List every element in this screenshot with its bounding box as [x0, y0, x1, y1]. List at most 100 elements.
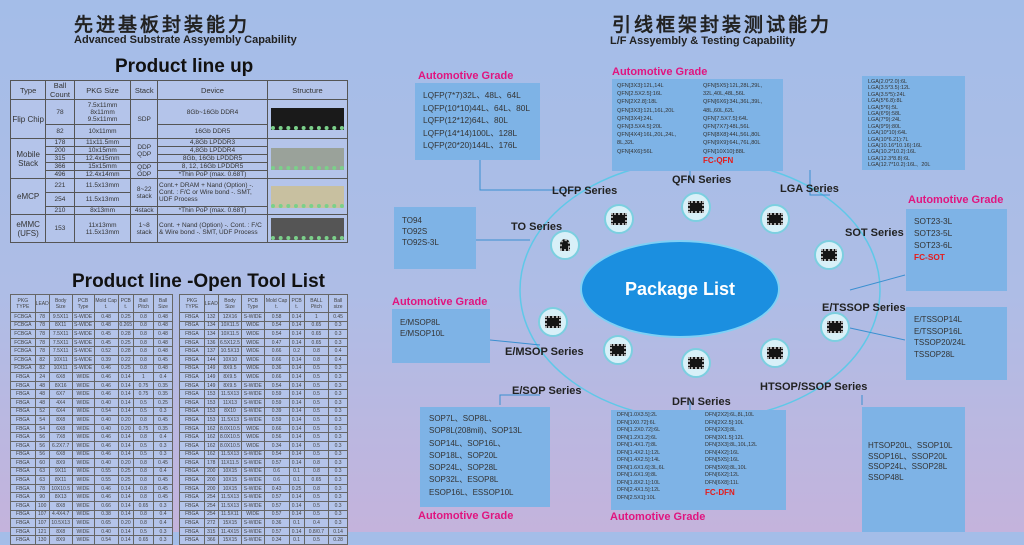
sot-series-label[interactable]: SOT Series	[845, 227, 904, 239]
text-cell: E/TSSOP14L	[914, 315, 963, 324]
table-cell: 0.35	[153, 380, 173, 391]
table-cell: 0.14	[117, 492, 134, 503]
table-cell: 0.57	[263, 492, 290, 503]
table-cell: 0.1	[288, 535, 305, 545]
text-cell: SOP14L、SOP16L、	[429, 438, 506, 448]
table-cell: S-WIDE	[71, 337, 95, 348]
table-cell: 0.66	[263, 423, 290, 434]
table-cell: 9X11	[48, 466, 73, 477]
table-cell: 0.56	[263, 432, 290, 442]
table-cell: 0.46	[93, 380, 119, 391]
table-cell: WIDE	[241, 372, 265, 382]
text-cell: 8Gb, 16Gb LPDDR5	[157, 154, 268, 163]
text-cell: 82	[45, 124, 75, 139]
table-cell: 10.5X13	[217, 346, 243, 356]
table-cell: FCBGA	[10, 354, 36, 365]
table-cell: FBGA	[10, 440, 36, 451]
text-cell: QFN[2.5X2.5]:16L	[617, 91, 663, 98]
table-cell: 0.14	[288, 449, 305, 460]
text-cell: 221	[45, 178, 75, 193]
table-cell: FBGA	[179, 466, 205, 477]
dfn-series-label[interactable]: DFN Series	[672, 396, 731, 408]
table-cell: 0.66	[263, 372, 290, 382]
lga-item: LGA(7*9):24L	[868, 117, 901, 124]
table-cell: 0.55	[93, 475, 119, 485]
qfn-series-label[interactable]: QFN Series	[672, 174, 732, 186]
table-cell: S-WIDE	[71, 329, 95, 339]
table-cell: 0.65	[303, 337, 330, 348]
table-cell: FBGA	[10, 509, 36, 520]
text-cell: QFN[5X5]:12L,28L,29L,	[703, 83, 763, 89]
table-cell: WIDE	[241, 423, 265, 434]
table-cell: 0.5	[132, 397, 155, 408]
right-title-cn: 引线框架封装测试能力	[612, 14, 833, 36]
table-cell: 48	[34, 389, 50, 399]
table-cell: 0.5	[303, 397, 330, 408]
table-cell: S-WIDE	[241, 535, 265, 545]
text-cell: 10x11mm	[73, 124, 132, 139]
to-series-label[interactable]: TO Series	[511, 221, 563, 233]
text-cell: 11x11.5mm	[73, 138, 132, 147]
open-tool-title: Product line -Open Tool List	[72, 271, 325, 292]
table-cell: 254	[203, 501, 219, 511]
msop-automotive-label: Automotive Grade	[392, 296, 488, 308]
table-cell: 0.5	[303, 501, 330, 511]
sop-series-label[interactable]: E/SOP Series	[512, 385, 582, 397]
table-cell: S-WIDE	[241, 397, 265, 408]
table-cell: 0.3	[153, 501, 173, 511]
lga-item: LGA(10.16*10.16):16L	[868, 143, 922, 150]
ssop-series-label[interactable]: HTSOP/SSOP Series	[760, 381, 868, 393]
table-cell: 0.54	[93, 535, 119, 545]
table-cell: FCBGA	[10, 346, 36, 356]
msop-series-label[interactable]: E/MSOP Series	[505, 346, 584, 358]
table-cell: 8X11	[48, 320, 73, 331]
table-cell: 11X13	[217, 397, 243, 408]
table-cell: S-WIDE	[241, 483, 265, 494]
table-cell: 10X11	[48, 354, 73, 365]
lga-series-label[interactable]: LGA Series	[780, 183, 839, 195]
table-cell: 200	[203, 466, 219, 477]
table-cell: 0.59	[263, 389, 290, 399]
tssop-series-label[interactable]: E/TSSOP Series	[822, 302, 906, 314]
table-cell: 0.14	[288, 320, 305, 331]
text-cell: QFN[6X6]:34L,36L,39L,	[703, 99, 763, 106]
table-cell: 0.14	[117, 380, 134, 391]
table-cell: FBGA	[10, 466, 36, 477]
lqfp-series-label[interactable]: LQFP Series	[552, 185, 618, 197]
table-cell: 0.5	[303, 535, 330, 545]
table-cell: 0.14	[288, 337, 305, 348]
text-cell: 78	[45, 99, 75, 125]
table-cell: 0.20	[117, 458, 134, 468]
lga-item: LGA(3.5*3.5):12L	[868, 85, 910, 92]
table-cell: 0.8	[132, 509, 155, 520]
table-cell: 8X10	[217, 406, 243, 417]
text-cell: 153	[45, 214, 75, 243]
table-cell: 6.5X12.5	[217, 337, 243, 348]
table-cell: FBGA	[179, 363, 205, 374]
text-cell: 11x13mm 11.5x13mm	[73, 214, 132, 243]
text-cell: 11.5x13mm	[73, 178, 132, 193]
table-cell: 0.4	[328, 354, 348, 365]
table-cell: 0.8	[132, 483, 155, 494]
text-cell: E/MSOP10L	[400, 329, 445, 338]
table-cell: 162	[203, 449, 219, 460]
text-cell: 10x15mm	[73, 146, 132, 155]
table-cell: 0.34	[263, 440, 290, 451]
col-header: Mold Cap t.	[263, 294, 290, 313]
table-cell: 149	[203, 372, 219, 382]
table-cell: 11X11.5	[217, 458, 243, 468]
text-cell: TO94	[402, 216, 422, 225]
col-header: Ball Size	[153, 294, 173, 313]
table-cell: 0.46	[93, 440, 119, 451]
text-cell: 8Gb~16Gb DDR4	[157, 99, 268, 125]
left-title-cn: 先进基板封装能力	[74, 14, 251, 36]
table-cell: 10.5X13	[48, 518, 73, 528]
